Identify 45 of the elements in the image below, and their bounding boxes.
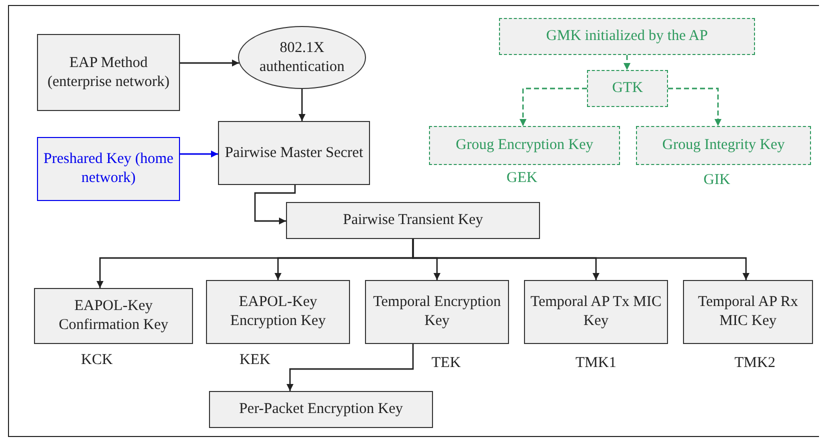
abbreviation-label: TEK	[432, 355, 461, 372]
key-box	[636, 126, 811, 165]
arrow	[254, 185, 296, 224]
abbreviation-label: GIK	[704, 172, 730, 189]
arrow	[520, 88, 587, 126]
node-label: Per-Packet Encryption Key	[239, 400, 403, 419]
abbreviation-label: KEK	[240, 352, 270, 369]
node-label: EAP Method (enterprise network)	[46, 54, 171, 92]
key-box	[218, 121, 370, 185]
key-box	[683, 280, 813, 344]
abbreviation-label: TMK1	[576, 355, 616, 372]
node-label: 802.1X authentication	[258, 38, 346, 76]
node-label: GTK	[612, 79, 643, 98]
node-label: EAPOL-Key Encryption Key	[229, 293, 327, 331]
arrow	[412, 239, 750, 280]
key-box	[524, 280, 668, 344]
arrow	[180, 60, 239, 66]
key-box	[587, 70, 668, 107]
abbreviation-label: KCK	[81, 352, 113, 369]
node-label: Temporal AP Tx MIC Key	[529, 293, 663, 331]
node-label: Pairwise Master Secret	[224, 144, 364, 162]
key-box	[209, 391, 433, 428]
key-box	[429, 126, 620, 165]
arrow	[298, 89, 306, 121]
abbreviation-label: GEK	[506, 170, 538, 187]
key-box	[499, 18, 755, 55]
arrow	[286, 344, 414, 391]
node-label: Temporal Encryption Key	[372, 293, 502, 331]
node-label: Temporal AP Rx MIC Key	[696, 293, 800, 331]
key-box	[37, 34, 180, 111]
node-label: EAPOL-Key Confirmation Key	[58, 297, 170, 335]
arrow	[668, 88, 722, 126]
key-box	[365, 280, 509, 344]
node-label: GMK initialized by the AP	[546, 27, 708, 46]
node-label: Pairwise Transient Key	[343, 211, 483, 230]
arrow	[624, 55, 630, 70]
key-box	[206, 280, 350, 344]
key-box	[286, 202, 540, 239]
node-label: Groug Encryption Key	[456, 136, 594, 155]
node-label: Groug Integrity Key	[662, 136, 785, 155]
node-label: Preshared Key (home network)	[42, 150, 174, 188]
key-box	[34, 288, 193, 344]
key-box	[37, 137, 180, 201]
arrow	[180, 150, 218, 158]
abbreviation-label: TMK2	[734, 355, 776, 372]
